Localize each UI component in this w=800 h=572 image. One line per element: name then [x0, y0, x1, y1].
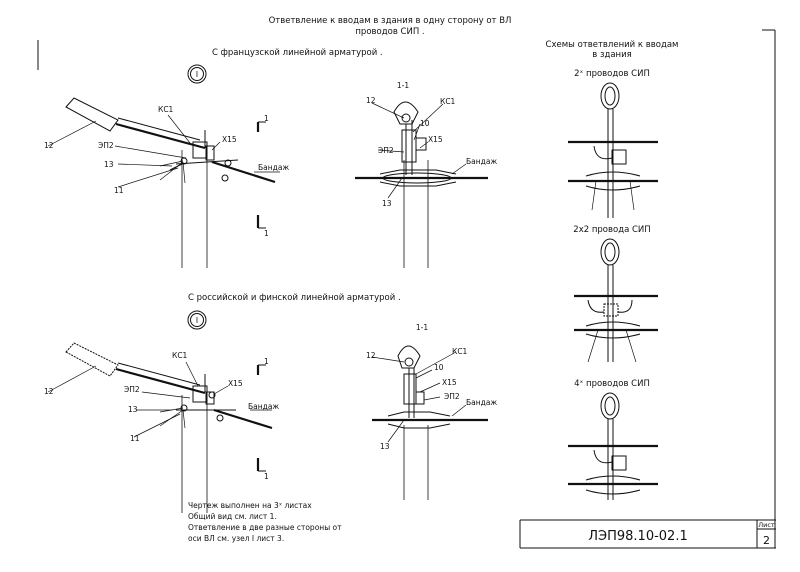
- bottom-node-marker: I: [187, 310, 207, 330]
- top-label-x15: Х15: [222, 135, 237, 144]
- top-section-1-1-label: 1-1: [397, 81, 409, 90]
- top-side-view: 1 1: [47, 97, 280, 268]
- svg-text:1: 1: [264, 229, 269, 238]
- top-label-13: 13: [104, 160, 114, 169]
- scheme-2-drawing: [574, 238, 658, 363]
- title-line-1: Ответвление к вводам в здания в одну сто…: [269, 16, 512, 26]
- bottom-side-view: 1 1: [47, 342, 273, 513]
- top-sec-label-bandage: Бандаж: [466, 157, 497, 166]
- svg-text:1: 1: [264, 357, 269, 366]
- bottom-sec-label-13: 13: [380, 442, 390, 451]
- note-line-2: Общий вид см. лист 1.: [188, 512, 277, 521]
- bottom-label-bandage: Бандаж: [248, 402, 279, 411]
- scheme-1-drawing: [568, 82, 658, 218]
- bottom-sec-label-ks1: КС1: [452, 347, 468, 356]
- bottom-sec-label-x15: Х15: [442, 378, 457, 387]
- title-block: [519, 519, 776, 549]
- bottom-sec-label-ep2: ЭП2: [444, 392, 460, 401]
- bottom-label-12: 12: [44, 387, 54, 396]
- top-label-ks1: КС1: [158, 105, 174, 114]
- top-sec-label-ep2: ЭП2: [378, 146, 394, 155]
- top-label-bandage: Бандаж: [258, 163, 289, 172]
- scheme-3-title: 4ˣ проводов СИП: [574, 379, 650, 389]
- bottom-section-view: [371, 345, 488, 500]
- bottom-label-x15: Х15: [228, 379, 243, 388]
- top-section-caption: С французской линейной арматурой .: [212, 48, 383, 58]
- sheet-number: 2: [763, 534, 770, 547]
- top-node-marker: I: [187, 64, 207, 84]
- top-sec-label-13: 13: [382, 199, 392, 208]
- bottom-sec-label-12: 12: [366, 351, 376, 360]
- note-line-4: оси ВЛ см. узел I лист 3.: [188, 534, 284, 543]
- sheet-label: Лист: [758, 521, 775, 529]
- doc-code: ЛЭП98.10-02.1: [588, 529, 687, 544]
- scheme-2-title: 2х2 провода СИП: [573, 225, 650, 235]
- top-label-12: 12: [44, 141, 54, 150]
- top-sec-label-x15: Х15: [428, 135, 443, 144]
- schemes-title-line-2: в здания: [592, 50, 632, 60]
- top-label-11: 11: [114, 186, 124, 195]
- top-sec-label-ks1: КС1: [440, 97, 456, 106]
- bottom-label-ep2: ЭП2: [124, 385, 140, 394]
- top-section-view: [355, 101, 488, 268]
- svg-text:I: I: [196, 316, 198, 325]
- bottom-label-11: 11: [130, 434, 140, 443]
- bottom-label-13: 13: [128, 405, 138, 414]
- svg-text:1: 1: [264, 472, 269, 481]
- svg-text:I: I: [196, 70, 198, 79]
- bottom-label-ks1: КС1: [172, 351, 188, 360]
- top-sec-label-10: 10: [420, 119, 430, 128]
- top-label-ep2: ЭП2: [98, 141, 114, 150]
- scheme-1-title: 2ˣ проводов СИП: [574, 69, 650, 79]
- note-line-3: Ответвление в две разные стороны от: [188, 523, 342, 532]
- title-line-2: проводов СИП .: [355, 27, 424, 37]
- bottom-sec-label-10: 10: [434, 363, 444, 372]
- bottom-sec-label-bandage: Бандаж: [466, 398, 497, 407]
- svg-text:1: 1: [264, 114, 269, 123]
- drawing-frame: [37, 29, 776, 548]
- scheme-3-drawing: [568, 392, 658, 500]
- bottom-section-1-1-label: 1-1: [416, 323, 428, 332]
- top-sec-label-12: 12: [366, 96, 376, 105]
- note-line-1: Чертеж выполнен на 3ˣ листах: [188, 501, 312, 510]
- schemes-title-line-1: Схемы ответвлений к вводам: [546, 40, 679, 50]
- bottom-section-caption: С российской и финской линейной арматуро…: [188, 293, 401, 303]
